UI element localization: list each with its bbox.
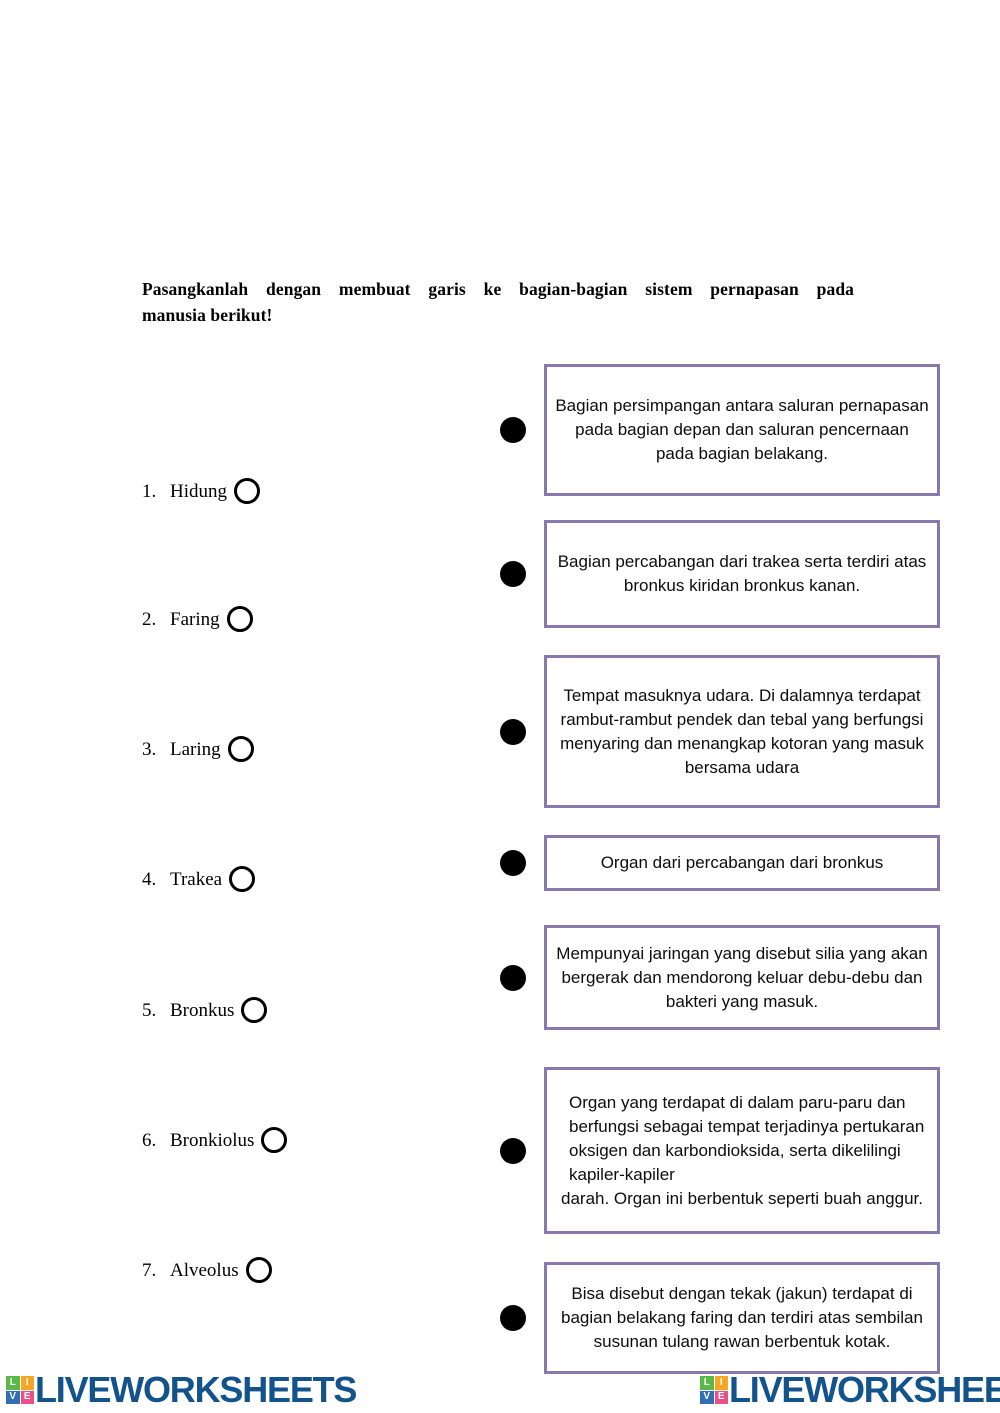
term-connector-circle[interactable] (229, 866, 256, 892)
term-label: Faring (170, 608, 220, 630)
term-item-3[interactable]: 3. Laring (142, 736, 254, 762)
description-item-3[interactable]: Tempat masuknya udara. Di dalamnya terda… (500, 655, 940, 808)
term-number: 6. (142, 1129, 157, 1151)
term-item-2[interactable]: 2. Faring (142, 606, 253, 632)
description-item-1[interactable]: Bagian persimpangan antara saluran perna… (500, 364, 940, 496)
instruction-line-2: manusia berikut! (142, 305, 273, 325)
term-connector-circle[interactable] (234, 478, 260, 504)
description-connector-dot[interactable] (500, 417, 526, 443)
description-connector-dot[interactable] (500, 964, 526, 991)
description-text: Bagian percabangan dari trakea serta ter… (557, 552, 927, 595)
term-label: Laring (170, 738, 221, 760)
logo-tile-l: L (6, 1376, 20, 1390)
instruction-heading: Pasangkanlah dengan membuat garis ke bag… (142, 276, 854, 328)
description-text: Tempat masuknya udara. Di dalamnya terda… (560, 685, 924, 777)
description-box[interactable]: Bagian percabangan dari trakea serta ter… (544, 520, 940, 628)
liveworksheets-watermark-right: L I V E LIVEWORKSHEETS (700, 1370, 1000, 1410)
term-connector-circle[interactable] (261, 1127, 288, 1153)
logo-tile-l: L (700, 1376, 714, 1390)
description-text-center-block: darah. Organ ini berbentuk seperti buah … (561, 1188, 923, 1208)
description-text: Mempunyai jaringan yang disebut silia ya… (556, 943, 928, 1011)
liveworksheets-logo-icon: L I V E (6, 1376, 34, 1404)
description-item-7[interactable]: Bisa disebut dengan tekak (jakun) terdap… (500, 1262, 940, 1374)
description-text: Bisa disebut dengan tekak (jakun) terdap… (561, 1284, 923, 1351)
liveworksheets-wordmark: LIVEWORKSHEETS (729, 1369, 1000, 1410)
instruction-line-1: Pasangkanlah dengan membuat garis ke bag… (142, 279, 854, 299)
description-connector-dot[interactable] (500, 850, 526, 876)
description-text: Organ yang terdapat di dalam paru-paru d… (555, 1091, 929, 1211)
logo-tile-i: I (20, 1376, 34, 1390)
term-number: 2. (142, 608, 157, 630)
description-connector-dot[interactable] (500, 718, 526, 745)
term-number: 5. (142, 999, 157, 1021)
description-item-5[interactable]: Mempunyai jaringan yang disebut silia ya… (500, 925, 940, 1030)
logo-tile-v: V (700, 1390, 714, 1404)
description-text-left-block: Organ yang terdapat di dalam paru-paru d… (569, 1092, 925, 1184)
term-connector-circle[interactable] (226, 606, 253, 632)
term-label: Hidung (170, 480, 227, 502)
liveworksheets-watermark-left: L I V E LIVEWORKSHEETS (6, 1369, 357, 1410)
logo-tile-v: V (6, 1390, 20, 1404)
logo-tile-i: I (714, 1376, 728, 1390)
term-item-5[interactable]: 5. Bronkus (142, 997, 268, 1023)
term-number: 1. (142, 480, 157, 502)
term-connector-circle[interactable] (227, 736, 254, 762)
description-box[interactable]: Organ dari percabangan dari bronkus (544, 835, 940, 891)
term-item-6[interactable]: 6. Bronkiolus (142, 1127, 288, 1153)
description-box[interactable]: Tempat masuknya udara. Di dalamnya terda… (544, 655, 940, 808)
term-connector-circle[interactable] (241, 997, 268, 1023)
term-item-7[interactable]: 7. Alveolus (142, 1257, 272, 1283)
logo-tile-e: E (20, 1390, 34, 1404)
term-label: Alveolus (170, 1259, 239, 1281)
term-label: Bronkiolus (170, 1129, 255, 1151)
logo-tile-e: E (714, 1390, 728, 1404)
description-box[interactable]: Mempunyai jaringan yang disebut silia ya… (544, 925, 940, 1030)
description-item-4[interactable]: Organ dari percabangan dari bronkus (500, 835, 940, 891)
description-item-2[interactable]: Bagian percabangan dari trakea serta ter… (500, 520, 940, 628)
description-box[interactable]: Organ yang terdapat di dalam paru-paru d… (544, 1067, 940, 1234)
term-number: 7. (142, 1259, 157, 1281)
term-connector-circle[interactable] (245, 1257, 272, 1283)
description-box[interactable]: Bagian persimpangan antara saluran perna… (544, 364, 940, 496)
description-connector-dot[interactable] (500, 1305, 526, 1331)
description-text: Organ dari percabangan dari bronkus (600, 853, 884, 872)
description-box[interactable]: Bisa disebut dengan tekak (jakun) terdap… (544, 1262, 940, 1374)
description-text: Bagian persimpangan antara saluran perna… (555, 396, 929, 463)
term-item-4[interactable]: 4. Trakea (142, 866, 256, 892)
term-label: Bronkus (170, 999, 235, 1021)
description-item-6[interactable]: Organ yang terdapat di dalam paru-paru d… (500, 1067, 940, 1234)
liveworksheets-wordmark: LIVEWORKSHEETS (35, 1369, 357, 1410)
term-item-1[interactable]: 1. Hidung (142, 478, 260, 504)
description-connector-dot[interactable] (500, 1137, 526, 1164)
description-connector-dot[interactable] (500, 561, 526, 587)
term-number: 3. (142, 738, 157, 760)
term-label: Trakea (170, 868, 223, 890)
term-number: 4. (142, 868, 157, 890)
liveworksheets-logo-icon: L I V E (700, 1376, 728, 1404)
